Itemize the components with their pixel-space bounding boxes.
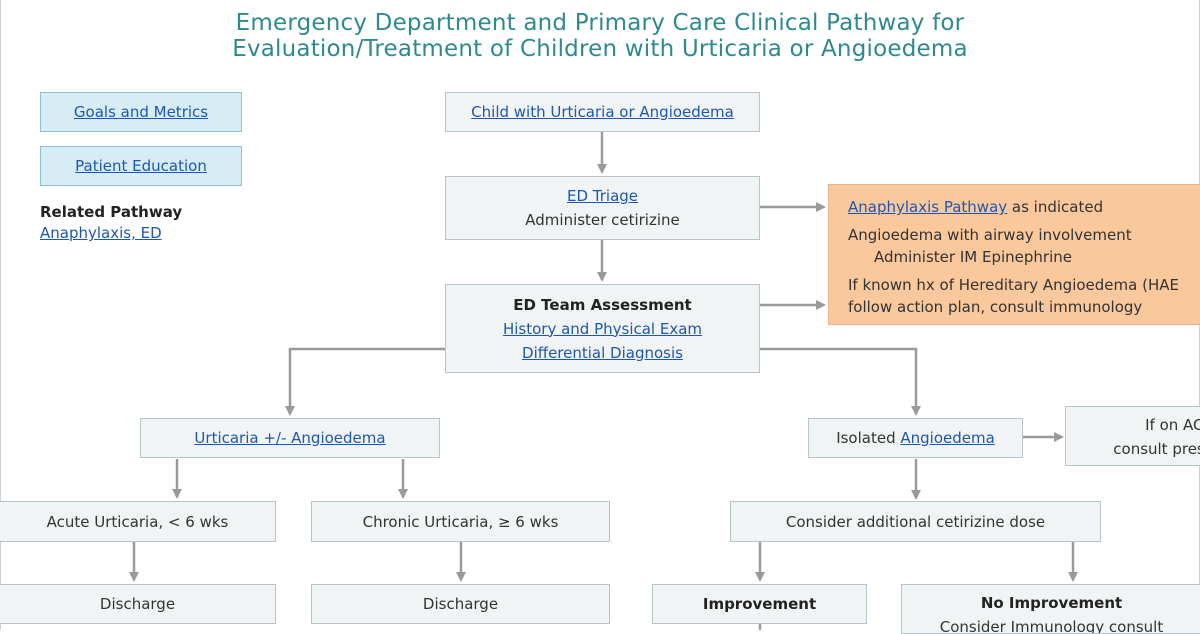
goals-and-metrics-link[interactable]: Goals and Metrics: [73, 103, 209, 121]
consider-immunology-text: Consider Immunology consult: [939, 618, 1164, 634]
administer-cetirizine-text: Administer cetirizine: [525, 211, 680, 229]
no-improvement-box: No Improvement Consider Immunology consu…: [901, 584, 1200, 634]
if-on-ace-text: If on ACE: [1145, 416, 1200, 434]
discharge-acute-text: Discharge: [99, 595, 176, 613]
anaphylaxis-pathway-suffix: as indicated: [1007, 198, 1104, 216]
page-title: Emergency Department and Primary Care Cl…: [0, 10, 1200, 62]
related-pathway: Related Pathway Anaphylaxis, ED: [40, 202, 182, 244]
urticaria-angioedema-link[interactable]: Urticaria +/- Angioedema: [194, 429, 386, 447]
hereditary-angioedema-text: If known hx of Hereditary Angioedema (HA…: [848, 276, 1179, 294]
angioedema-airway-text: Angioedema with airway involvement: [848, 226, 1132, 244]
ed-team-assessment-box: ED Team Assessment History and Physical …: [445, 284, 760, 373]
improvement-box: Improvement: [652, 584, 867, 624]
page-title-line-2: Evaluation/Treatment of Children with Ur…: [232, 36, 968, 62]
ed-team-assessment-title: ED Team Assessment: [513, 295, 692, 314]
differential-diagnosis-link[interactable]: Differential Diagnosis: [522, 343, 683, 362]
urticaria-angioedema-box[interactable]: Urticaria +/- Angioedema: [140, 418, 440, 458]
ed-triage-box: ED Triage Administer cetirizine: [445, 176, 760, 240]
isolated-prefix: Isolated: [836, 429, 901, 447]
arrow-assessment-to-isolated: [760, 347, 921, 416]
improvement-text: Improvement: [702, 595, 817, 613]
related-pathway-heading: Related Pathway: [40, 203, 183, 221]
discharge-acute-box: Discharge: [0, 584, 276, 624]
child-with-urticaria-link[interactable]: Child with Urticaria or Angioedema: [471, 103, 734, 121]
administer-epinephrine-text: Administer IM Epinephrine: [874, 248, 1072, 266]
consult-prescriber-text: consult presc: [1113, 440, 1200, 458]
chronic-urticaria-box: Chronic Urticaria, ≥ 6 wks: [311, 501, 610, 542]
page-frame-left: [0, 0, 1, 630]
anaphylaxis-pathway-row: Anaphylaxis Pathway as indicated: [829, 196, 1179, 218]
discharge-chronic-box: Discharge: [311, 584, 610, 624]
cetirizine-dose-box: Consider additional cetirizine dose: [730, 501, 1101, 542]
discharge-chronic-text: Discharge: [422, 595, 499, 613]
chronic-urticaria-text: Chronic Urticaria, ≥ 6 wks: [362, 512, 559, 531]
child-with-urticaria-box[interactable]: Child with Urticaria or Angioedema: [445, 92, 760, 132]
anaphylaxis-pathway-link[interactable]: Anaphylaxis Pathway: [848, 198, 1008, 216]
ed-triage-link[interactable]: ED Triage: [566, 187, 639, 205]
arrow-assessment-to-urticaria: [285, 347, 445, 416]
angioedema-link[interactable]: Angioedema: [900, 429, 995, 447]
acute-urticaria-box: Acute Urticaria, < 6 wks: [0, 501, 276, 542]
isolated-angioedema-box: Isolated Angioedema: [808, 418, 1023, 458]
goals-and-metrics-box[interactable]: Goals and Metrics: [40, 92, 242, 132]
anaphylaxis-ed-link[interactable]: Anaphylaxis, ED: [40, 224, 162, 242]
cetirizine-dose-text: Consider additional cetirizine dose: [785, 512, 1046, 531]
history-physical-exam-link[interactable]: History and Physical Exam: [502, 319, 703, 338]
ace-inhibitor-box: If on ACE consult presc: [1065, 406, 1200, 466]
patient-education-link[interactable]: Patient Education: [75, 157, 207, 175]
isolated-angioedema-row: Isolated Angioedema: [809, 426, 1022, 450]
follow-action-plan-text: follow action plan, consult immunology: [848, 298, 1143, 316]
page-title-line-1: Emergency Department and Primary Care Cl…: [235, 10, 965, 36]
acute-urticaria-text: Acute Urticaria, < 6 wks: [46, 512, 229, 531]
anaphylaxis-alert-box: Anaphylaxis Pathway as indicated Angioed…: [828, 184, 1200, 325]
patient-education-box[interactable]: Patient Education: [40, 146, 242, 186]
no-improvement-text: No Improvement: [980, 594, 1123, 612]
